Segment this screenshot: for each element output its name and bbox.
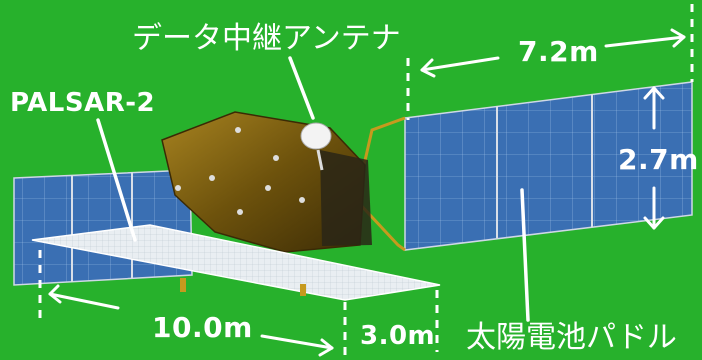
right-solar-paddle	[354, 81, 693, 252]
relay-antenna-label: データ中継アンテナ	[132, 21, 401, 56]
dimension-markers	[38, 4, 694, 358]
palsar-label: PALSAR-2	[10, 88, 156, 118]
panel-height-label: 2.7m	[618, 143, 699, 176]
satellite-bus	[161, 111, 372, 253]
relay-antenna-dish	[300, 122, 332, 171]
leader-lines	[96, 56, 530, 322]
palsar-antenna-panel	[31, 224, 441, 301]
dimension-arrows	[48, 28, 686, 357]
width-total-label: 7.2m	[518, 35, 599, 68]
antenna-length-label: 10.0m	[152, 311, 253, 344]
solar-paddle-label: 太陽電池パドル	[466, 320, 677, 355]
antenna-width-label: 3.0m	[360, 321, 436, 351]
